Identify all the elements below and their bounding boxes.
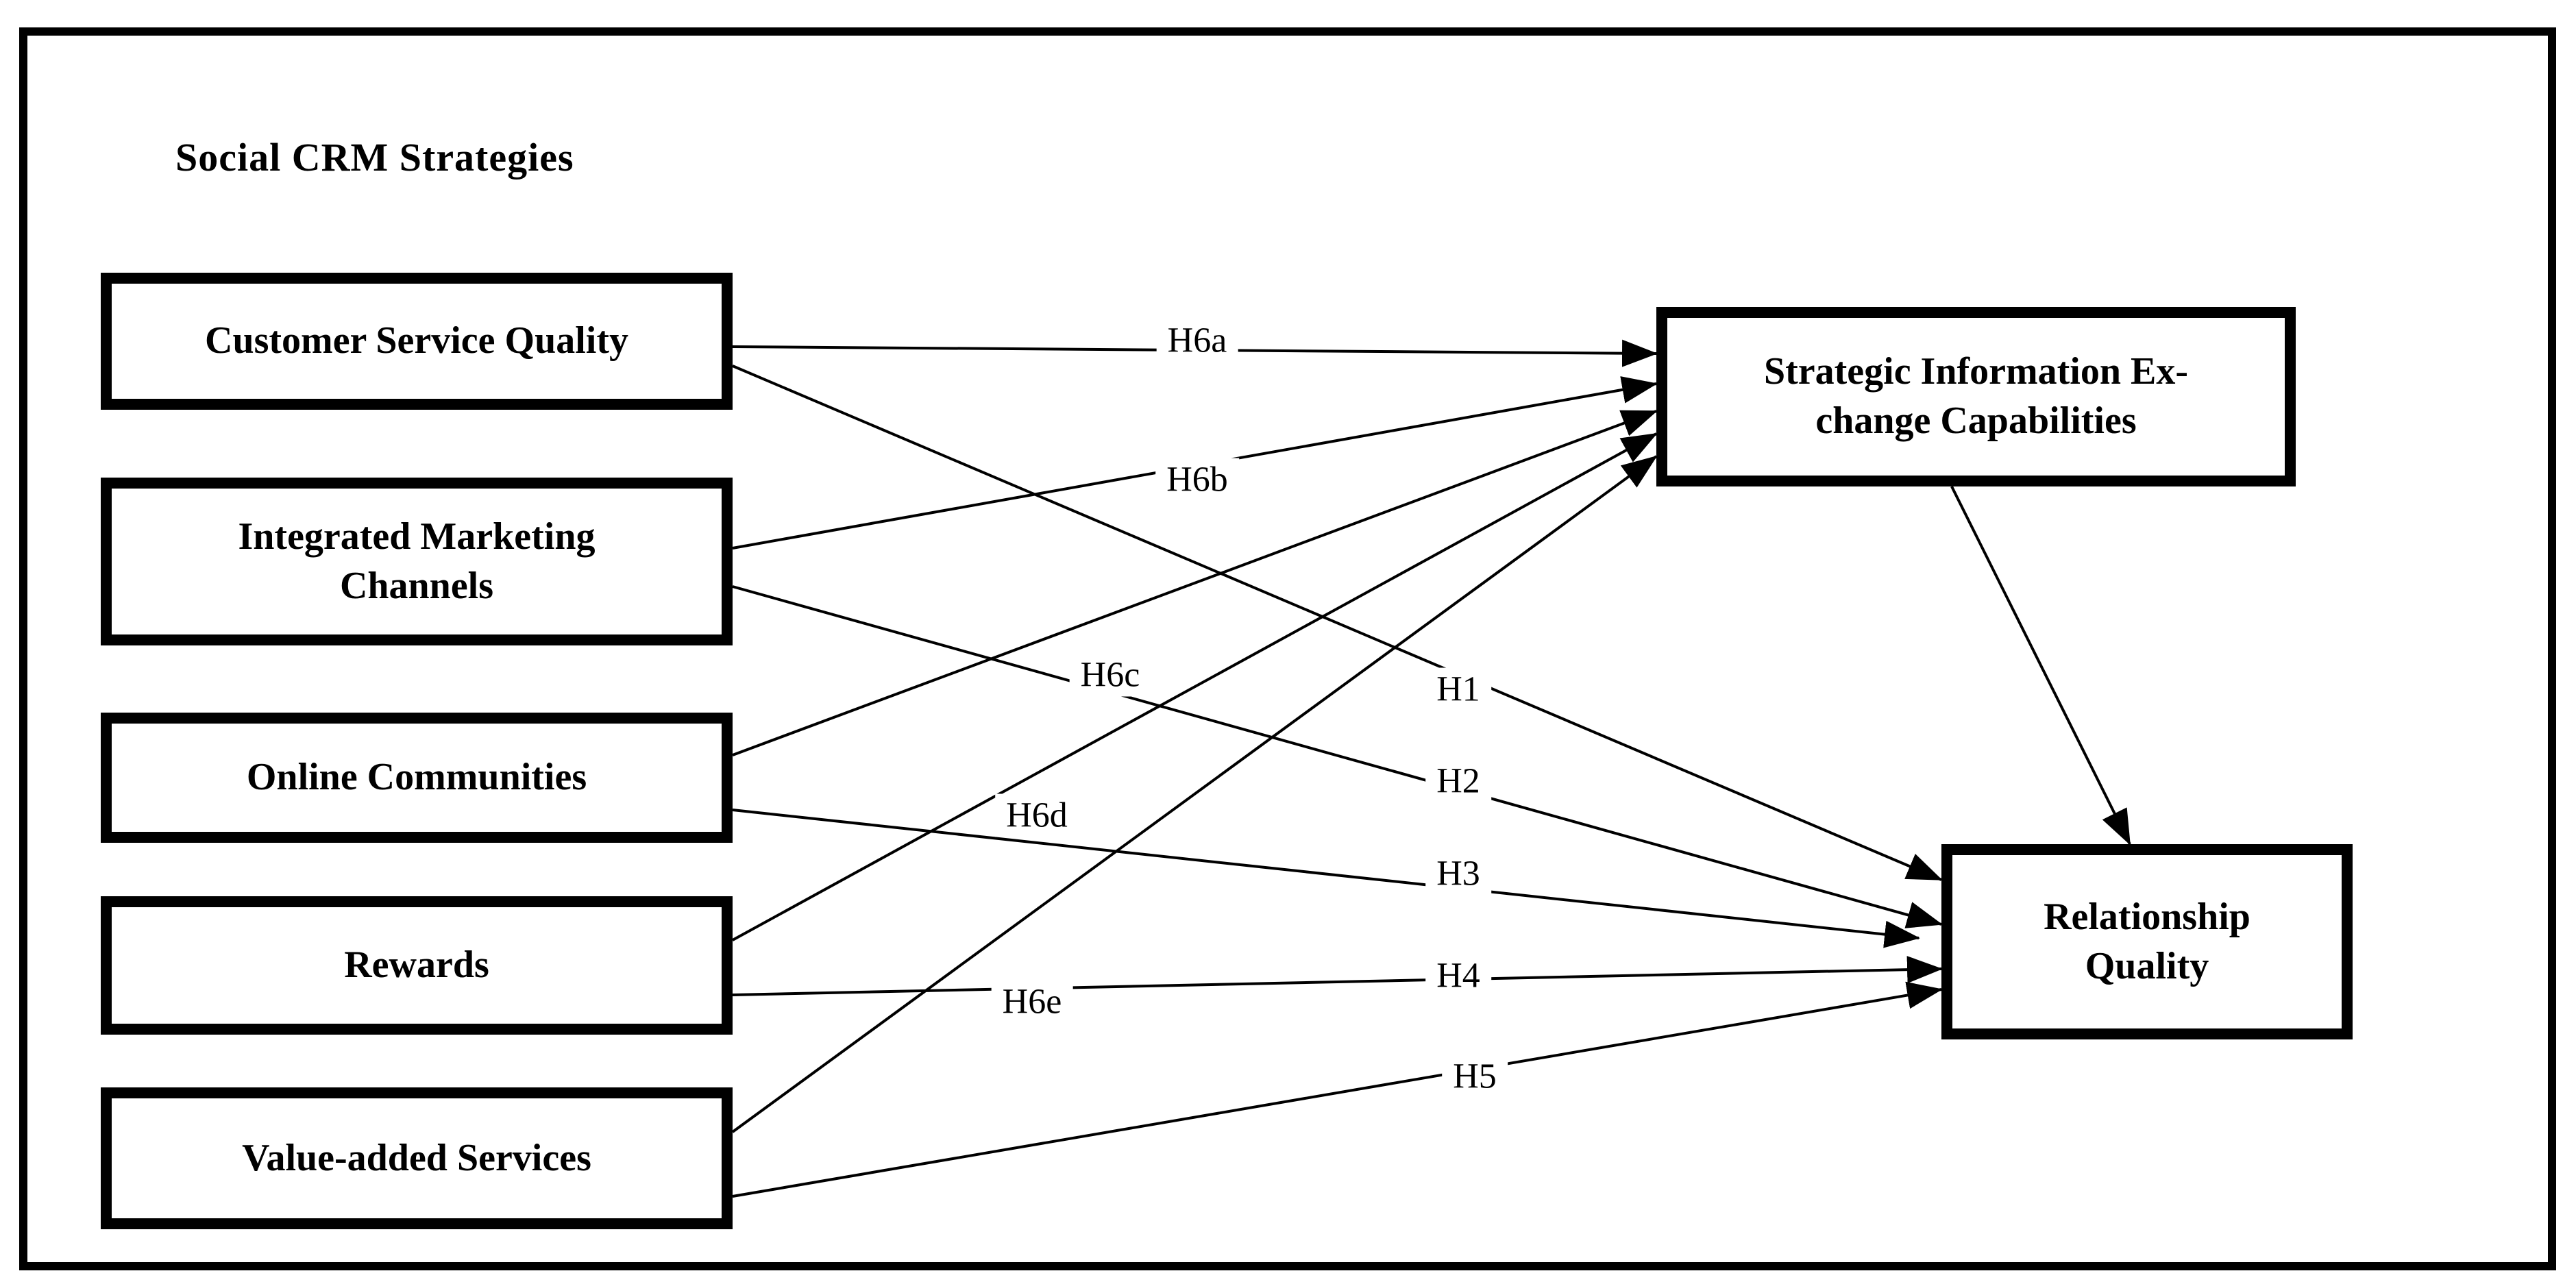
hypothesis-label-h6d: H6d [995,793,1079,837]
construct-box-rw: Rewards [101,896,733,1035]
hypothesis-label-h6b: H6b [1155,458,1239,502]
diagram-title: Social CRM Strategies [175,135,574,180]
hypothesis-label-h2: H2 [1425,759,1491,803]
hypothesis-label-h6e: H6e [991,980,1073,1024]
hypothesis-label-h3: H3 [1425,852,1491,896]
arrow-oc-to-siec [732,410,1658,756]
arrow-rw-to-rq [732,956,1943,996]
construct-box-rq: Relationship Quality [1941,844,2353,1039]
arrow-imc-to-rq [732,585,1943,928]
construct-box-oc: Online Communities [101,713,733,843]
hypothesis-label-h6c: H6c [1069,653,1151,697]
arrow-oc-to-rq [732,809,1920,948]
hypothesis-label-h5: H5 [1442,1055,1508,1098]
hypothesis-label-h4: H4 [1425,954,1491,998]
arrow-siec-to-rq [1950,486,2131,846]
arrow-vas-to-siec [731,455,1658,1133]
hypothesis-arrows [731,339,2131,1198]
construct-box-imc: Integrated Marketing Channels [101,478,733,645]
arrow-rw-to-siec [732,432,1658,941]
arrow-csq-to-rq [732,365,1943,881]
construct-box-vas: Value-added Services [101,1087,733,1229]
construct-box-csq: Customer Service Quality [101,273,733,410]
arrow-vas-to-rq [732,981,1943,1198]
hypothesis-label-h6a: H6a [1156,319,1238,362]
diagram-outer-border [19,27,2556,1270]
hypothesis-label-h1: H1 [1425,667,1491,711]
construct-box-siec: Strategic Information Ex- change Capabil… [1656,307,2296,486]
